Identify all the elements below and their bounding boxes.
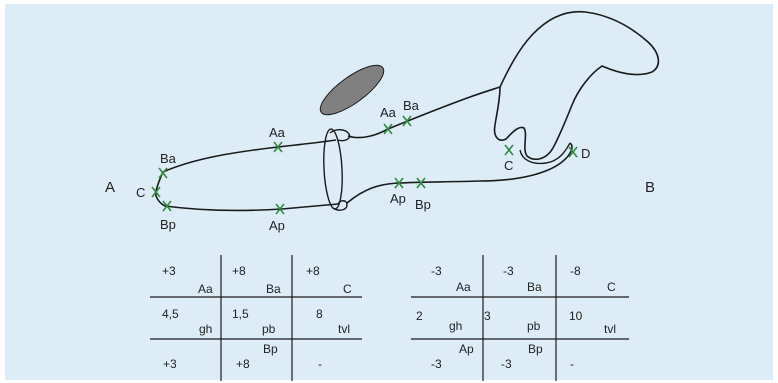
right-r2c2-label: pb: [527, 319, 541, 333]
left-r2c1-label: gh: [199, 322, 212, 336]
label-c-left: C: [136, 185, 145, 200]
left-table-grid: [150, 255, 362, 381]
label-d: D: [581, 146, 590, 161]
hand-shape: [493, 10, 660, 161]
right-table-grid: [411, 255, 629, 381]
left-r2c3-label: tvl: [338, 322, 350, 336]
right-r3c2-value: -3: [501, 357, 512, 371]
left-r1c1-value: +3: [162, 264, 176, 278]
marker-ap-icon: [275, 203, 285, 215]
right-r1c1-label: Aa: [456, 280, 471, 294]
marker-d-icon: [568, 146, 578, 158]
right-r1c1-value: -3: [431, 264, 442, 278]
marker-ap-right-icon: [394, 177, 404, 189]
right-r3c3-value: -: [570, 357, 574, 371]
right-r1c2-label: Ba: [527, 280, 542, 294]
right-r1c3-value: -8: [570, 264, 581, 278]
label-ap: Ap: [269, 218, 285, 233]
left-r1c2-value: +8: [232, 264, 246, 278]
lower-right-route-line: [346, 142, 573, 204]
shadow-ellipse: [319, 64, 385, 116]
left-junction-line: [155, 171, 166, 207]
left-r2c2-value: 1,5: [232, 307, 249, 321]
marker-c-right-icon: [504, 144, 514, 156]
label-ba-left: Ba: [160, 151, 177, 166]
left-r3c1-value: +3: [163, 357, 177, 371]
marker-aa-icon: [273, 141, 283, 153]
left-r2c1-value: 4,5: [162, 307, 179, 321]
right-r2c1-value: 2: [416, 309, 423, 323]
marker-bp-right-icon: [416, 177, 426, 189]
label-aa: Aa: [269, 125, 286, 140]
right-r2c3-value: 10: [569, 309, 583, 323]
left-r1c3-value: +8: [306, 264, 320, 278]
label-c-right: C: [504, 158, 513, 173]
ring-knot-top: [329, 129, 351, 142]
left-r1c2-label: Ba: [266, 282, 281, 296]
right-r2c1-label: gh: [449, 319, 462, 333]
left-r1c1-label: Aa: [198, 282, 213, 296]
marker-ba-left-icon: [158, 167, 168, 179]
lower-route-line: [164, 203, 339, 212]
figure-background: [5, 4, 773, 380]
left-r2c2-label: pb: [262, 322, 276, 336]
left-r3c2-label: Bp: [263, 342, 278, 356]
label-ba-right: Ba: [403, 98, 420, 113]
upper-right-route-line: [347, 86, 501, 139]
marker-ba-right-icon: [402, 115, 412, 127]
label-bp-right: Bp: [415, 197, 431, 212]
marker-aa-right-icon: [383, 123, 393, 135]
right-r1c2-value: -3: [503, 264, 514, 278]
left-r2c3-value: 8: [316, 307, 323, 321]
label-aa-right: Aa: [380, 105, 397, 120]
left-r3c2-value: +8: [236, 357, 250, 371]
upper-route-line: [162, 139, 337, 173]
right-r1c3-label: C: [607, 280, 616, 294]
ring-knot-bottom: [332, 200, 348, 211]
left-r3c3-value: -: [318, 357, 322, 371]
right-r3c2-label: Bp: [528, 342, 543, 356]
marker-c-left-icon: [151, 186, 161, 198]
right-r3c1-label: Ap: [459, 342, 474, 356]
end-a-label: A: [105, 179, 115, 196]
right-r3c1-value: -3: [431, 357, 442, 371]
label-ap-right: Ap: [390, 191, 406, 206]
end-b-label: B: [645, 179, 655, 196]
label-bp-left: Bp: [160, 217, 176, 232]
marker-bp-left-icon: [162, 200, 172, 212]
right-r2c3-label: tvl: [604, 322, 616, 336]
right-loop: [519, 142, 571, 165]
left-r1c3-label: C: [343, 282, 352, 296]
right-r2c2-value: 3: [484, 309, 491, 323]
